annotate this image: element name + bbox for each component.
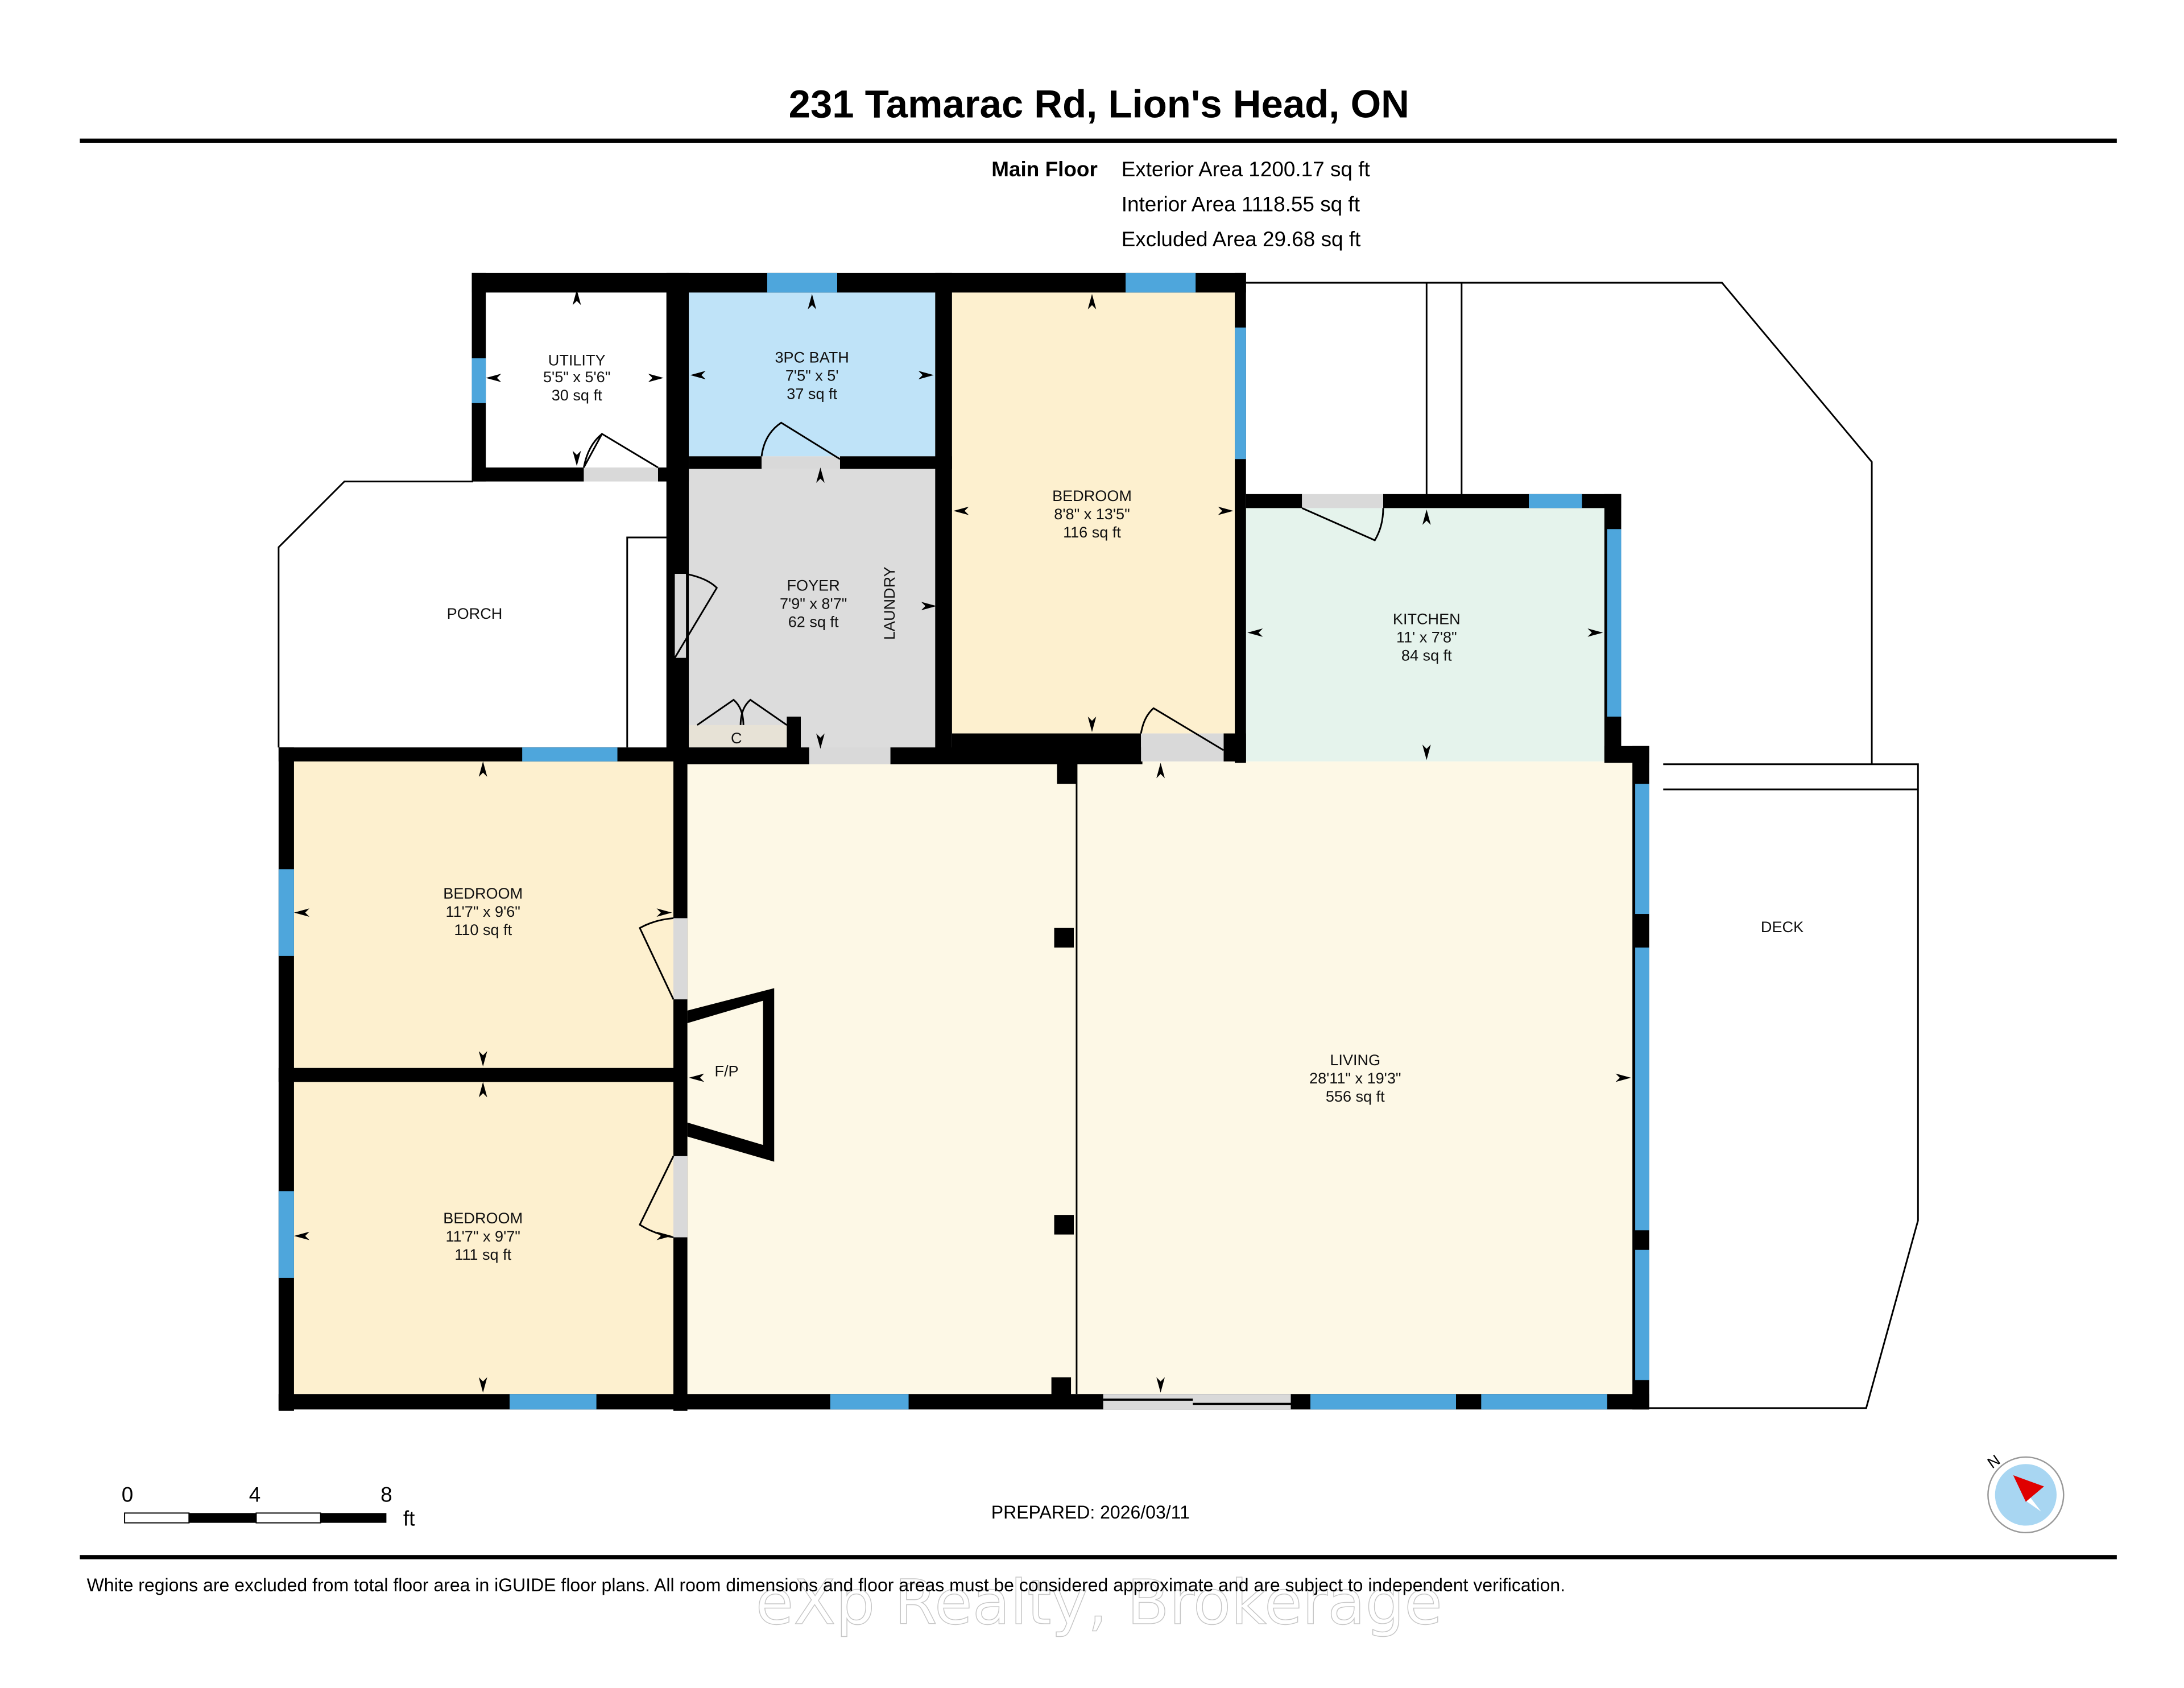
watermark: eXp Realty, Brokerage [756,1566,1442,1639]
windows [278,272,1649,1410]
room-bedroom-w1-fill [292,760,675,1068]
utility-door [584,467,658,482]
door-swings [583,421,1384,1239]
room-utility-fill [484,291,667,469]
room-porch-label: PORCH [447,605,503,622]
scale-bar: 0 4 8 ft [122,1483,415,1530]
scale-tick-8: 8 [380,1483,392,1507]
page-title: 231 Tamarac Rd, Lion's Head, ON [789,82,1409,126]
bedroom-ne-door [1141,733,1224,762]
room-area: 37 sq ft [787,384,837,402]
bedroom-w2-door [673,1156,688,1238]
scale-tick-4: 4 [249,1483,261,1507]
room-name: FOYER [787,577,840,594]
header-divider [80,138,2117,143]
room-utility: UTILITY 5'5" x 5'6" 30 sq ft [543,351,610,404]
room-name: LIVING [1330,1051,1380,1069]
porch-inner-outline [626,536,672,748]
scale-unit: ft [403,1507,415,1530]
kitchen-door [1302,494,1383,508]
dimension-arrows [293,289,1631,1393]
bedroom-w1-door [673,918,688,1000]
room-closet-fill [689,725,787,748]
room-bath-fill [689,291,936,457]
prepared-date: PREPARED: 2026/03/11 [991,1502,1190,1522]
room-living: LIVING 28'11" x 19'3" 556 sq ft [1309,1051,1401,1105]
sliding-door [1103,1394,1291,1410]
scale-tick-0: 0 [122,1483,134,1507]
room-name: UTILITY [548,351,606,369]
room-dims: 11'7" x 9'6" [446,903,520,920]
excluded-outlines [278,282,1919,1409]
room-dims: 5'5" x 5'6" [543,368,610,386]
deck-outline [1649,763,1919,1409]
room-area: 556 sq ft [1326,1087,1385,1105]
room-deck-label: DECK [1761,918,1804,936]
room-dims: 7'5" x 5' [785,366,839,384]
room-living-fill [686,761,1636,1395]
room-name: BEDROOM [1052,487,1132,504]
compass-icon: N [1984,1451,2065,1534]
room-dims: 8'8" x 13'5" [1054,505,1130,523]
excluded-area: Excluded Area 29.68 sq ft [1122,227,1361,251]
room-name: BEDROOM [443,1209,523,1227]
room-foyer: FOYER 7'9" x 8'7" 62 sq ft [780,577,847,631]
room-name: BEDROOM [443,884,523,902]
room-area: 111 sq ft [454,1246,511,1263]
room-area: 116 sq ft [1063,523,1121,541]
footer-divider [80,1555,2117,1559]
room-bath: 3PC BATH 7'5" x 5' 37 sq ft [775,348,849,402]
floor-label: Main Floor [991,158,1098,181]
room-dims: 7'9" x 8'7" [780,595,847,613]
fireplace-shape [687,988,775,1162]
foyer-exterior-door [675,574,686,658]
room-dims: 11'7" x 9'7" [446,1227,520,1245]
room-area: 110 sq ft [454,921,512,938]
room-bedroom-w2-fill [292,1080,675,1395]
room-dims: 11' x 7'8" [1396,628,1457,646]
foyer-south-door [809,747,891,764]
room-bedroom-w2: BEDROOM 11'7" x 9'7" 111 sq ft [443,1209,523,1263]
room-area: 30 sq ft [552,386,602,404]
room-dims: 28'11" x 19'3" [1309,1069,1401,1087]
room-bedroom-ne: BEDROOM 8'8" x 13'5" 116 sq ft [1052,487,1132,541]
disclaimer: White regions are excluded from total fl… [87,1575,1565,1595]
room-name: 3PC BATH [775,348,849,366]
room-fills [292,291,1636,1395]
room-bedroom-ne-fill [952,291,1235,734]
door-openings [584,456,1383,1410]
bath-door [762,456,840,469]
room-laundry-label: LAUNDRY [880,566,898,640]
fireplace-label: F/P [714,1062,738,1080]
room-area: 62 sq ft [788,613,839,631]
room-bedroom-w1: BEDROOM 11'7" x 9'6" 110 sq ft [443,884,523,938]
interior-area: Interior Area 1118.55 sq ft [1122,193,1360,216]
room-kitchen: KITCHEN 11' x 7'8" 84 sq ft [1393,610,1461,664]
exterior-area: Exterior Area 1200.17 sq ft [1122,158,1370,181]
porch-outline [278,481,473,748]
room-closet-label: C [731,729,742,747]
room-area: 84 sq ft [1401,647,1452,664]
room-kitchen-fill [1246,506,1604,762]
upper-right-outline [1246,282,1873,764]
room-name: KITCHEN [1393,610,1461,628]
